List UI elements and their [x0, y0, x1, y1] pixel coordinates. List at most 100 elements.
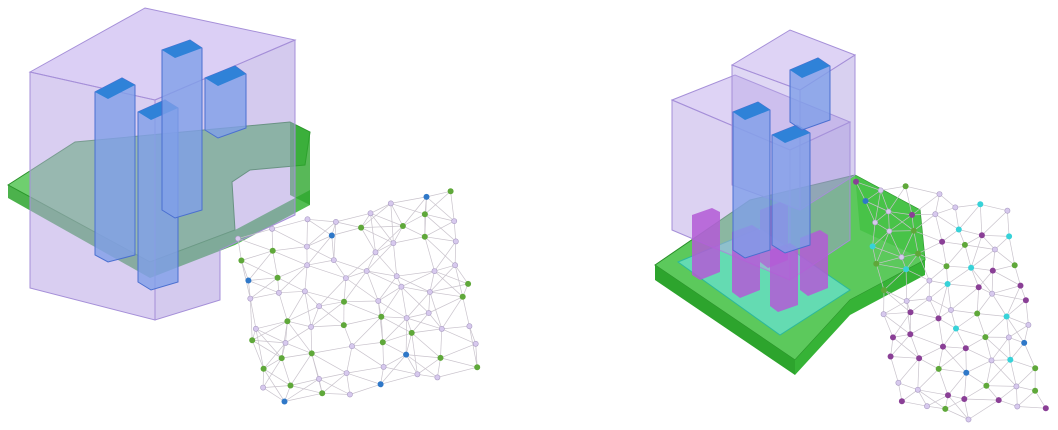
right-graph-edge — [979, 204, 983, 236]
left-graph-node-lavender — [260, 384, 266, 391]
left-graph-edge — [310, 301, 345, 328]
right-graph-node-lavender — [924, 403, 930, 410]
left-graph-edge — [437, 357, 441, 378]
left-graph-edge — [278, 292, 288, 322]
right-graph-node-purple — [940, 343, 946, 350]
left-graph-edge — [426, 196, 455, 222]
right-graph-edge — [947, 267, 972, 285]
left-graph-edge — [307, 218, 336, 223]
right-graph-node-lavender — [903, 298, 910, 304]
left-towers — [94, 39, 247, 291]
left-graph-node-lavender — [308, 323, 314, 330]
left-tower-1-top — [95, 78, 135, 99]
left-graph-edge — [411, 332, 418, 375]
left-graph-edge — [306, 246, 334, 261]
right-graph-node-cyan — [953, 325, 959, 332]
left-graph-edge — [248, 250, 273, 281]
right-graph-edge — [965, 348, 967, 373]
right-graph-edge — [910, 311, 939, 319]
right-graph-edge — [883, 313, 911, 335]
left-graph-edge — [343, 270, 367, 302]
left-graph-edge — [428, 291, 431, 314]
right-graph-edge — [941, 229, 960, 242]
right-graph-node-purple — [916, 355, 923, 362]
right-graph-edge — [901, 400, 928, 407]
right-graph-node-green — [942, 405, 949, 412]
right-graph-node-cyan — [977, 201, 984, 208]
left-graph-edge — [428, 296, 463, 314]
right-graph-edge — [888, 211, 913, 216]
right-graph-edge — [976, 293, 993, 314]
right-graph-edge — [991, 293, 1007, 317]
right-graph-edge — [1016, 386, 1036, 392]
right-graph-edge — [950, 286, 979, 311]
left-tower-4-top — [205, 66, 246, 86]
left-graph-node-green — [459, 293, 466, 300]
right-graph-edge — [977, 313, 1007, 317]
right-graph-edge — [917, 389, 928, 407]
left-graph-node-lavender — [275, 289, 282, 296]
right-graph-edge — [1007, 210, 1010, 237]
left-graph-node-lavender — [452, 262, 458, 269]
left-graph-edge — [272, 218, 308, 230]
right-graph-node-lavender — [988, 357, 995, 364]
right-graph-node-green — [881, 287, 887, 294]
right-graph-node-lavender — [965, 416, 972, 423]
left-graph-edge — [284, 392, 323, 402]
right-graph-node-lavender — [1005, 334, 1012, 341]
right-graph-edge — [1006, 299, 1027, 317]
left-graph-edge — [343, 324, 353, 347]
left-graph-edge — [453, 221, 457, 242]
right-graph-edge — [905, 269, 908, 302]
right-graph-node-lavender — [936, 191, 943, 197]
right-graph-edge — [970, 267, 980, 288]
left-graph-node-green — [379, 339, 386, 346]
left-graph-edge — [441, 328, 476, 345]
left-graph-edge — [366, 242, 394, 272]
right-graph-node-green — [961, 241, 968, 248]
right-graph-edge — [968, 399, 999, 420]
right-graph-edge — [929, 298, 952, 311]
right-graph-edge — [911, 213, 936, 216]
right-graph-edge — [872, 230, 890, 247]
right-graph-node-blue — [862, 198, 869, 204]
left-graph-edge — [304, 291, 312, 327]
right-graph-edge — [1023, 342, 1036, 369]
right-graph-edge — [910, 333, 944, 347]
right-tower-1 — [732, 101, 771, 259]
right-graph-edge — [998, 386, 1017, 401]
left-graph-node-lavender — [393, 273, 400, 280]
left-graph-edge — [306, 221, 337, 247]
left-graph-node-green — [447, 188, 454, 195]
right-graph-edge — [971, 267, 993, 271]
right-graph-edge — [947, 372, 967, 396]
left-tower-3 — [161, 39, 203, 219]
right-graph-edge — [942, 241, 965, 246]
right-graph-node-cyan — [869, 243, 876, 250]
left-graph-edge — [346, 346, 353, 374]
left-graph-node-green — [319, 390, 326, 397]
left-graph-node-lavender — [316, 303, 322, 310]
left-graph-edge — [249, 298, 257, 329]
left-graph-node-lavender — [330, 257, 337, 263]
right-graph-edge — [905, 186, 913, 215]
left-graph-node-lavender — [346, 391, 353, 398]
left-graph-edge — [287, 291, 306, 322]
left-graph-edge — [405, 354, 418, 375]
right-graph-edge — [865, 200, 876, 223]
right-graph-edge — [888, 211, 890, 232]
right-graph-edge — [941, 241, 947, 267]
right-graph-edge — [1014, 265, 1021, 286]
right-graph-node-green — [910, 227, 917, 234]
left-graph-node-blue — [245, 277, 252, 284]
right-graph-edge — [938, 318, 957, 329]
left-graph-edge — [343, 300, 379, 303]
left-graph-node-green — [284, 318, 291, 325]
left-graph-edge — [255, 328, 264, 369]
right-graph-edge — [963, 372, 967, 400]
left-graph-edge — [319, 301, 345, 307]
right-graph-edge — [947, 283, 952, 311]
right-graph-edge — [970, 235, 983, 268]
right-graph-edge — [992, 264, 1015, 271]
